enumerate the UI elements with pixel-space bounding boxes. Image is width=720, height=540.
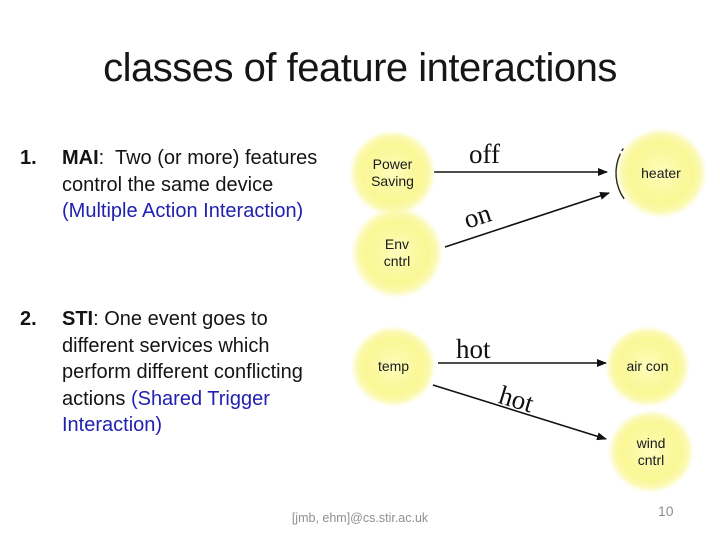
list-item-mai: 1. MAI: Two (or more) features control t… [20, 145, 367, 225]
node-label: heater [641, 164, 681, 181]
edge-label-off: off [469, 139, 500, 169]
mai-line3: (Multiple Action Interaction) [62, 200, 304, 222]
sti-line4: actions (Shared Trigger [62, 386, 367, 413]
mai-line1-rest: : Two (or more) features [98, 147, 318, 169]
sti-line2: different services which [62, 334, 270, 357]
mai-line2: control the same device [62, 173, 274, 196]
node-heater: heater [615, 128, 707, 218]
list-number: 1. [20, 147, 37, 169]
sti-term: STI [62, 308, 94, 330]
slide-title: classes of feature interactions [103, 46, 617, 90]
sti-line5: Interaction) [62, 414, 163, 436]
footer-credit: [jmb, ehm]@cs.stir.ac.uk [291, 511, 429, 525]
edge-label-on: on [459, 197, 495, 235]
node-power-saving: Power Saving [349, 130, 436, 216]
node-temp: temp [351, 326, 436, 407]
mai-line1: MAI: Two (or more) features [62, 145, 367, 172]
node-env-cntrl: Env cntrl [351, 207, 443, 298]
node-label: Power Saving [371, 156, 414, 189]
page-number: 10 [658, 503, 674, 519]
sti-line4-black: actions [62, 387, 131, 410]
mai-term: MAI [62, 147, 99, 169]
node-air-con: air con [605, 326, 690, 407]
node-label: wind cntrl [636, 434, 666, 468]
sti-line3: perform different conflicting [62, 361, 303, 383]
edge-label-hot-wind: hot [495, 379, 538, 419]
node-label: Env cntrl [383, 235, 411, 269]
sti-line1-rest: : One event goes to [93, 308, 268, 330]
node-label: air con [626, 358, 669, 374]
list-item-sti: 2. STI: One event goes to different serv… [20, 306, 367, 439]
sti-line1: STI: One event goes to [62, 306, 367, 333]
node-wind-cntrl: wind cntrl [608, 410, 694, 493]
sti-line4-blue: (Shared Trigger [130, 387, 270, 410]
edge-label-hot-aircon: hot [456, 334, 491, 364]
node-label: temp [377, 358, 410, 374]
list-number: 2. [20, 308, 37, 330]
